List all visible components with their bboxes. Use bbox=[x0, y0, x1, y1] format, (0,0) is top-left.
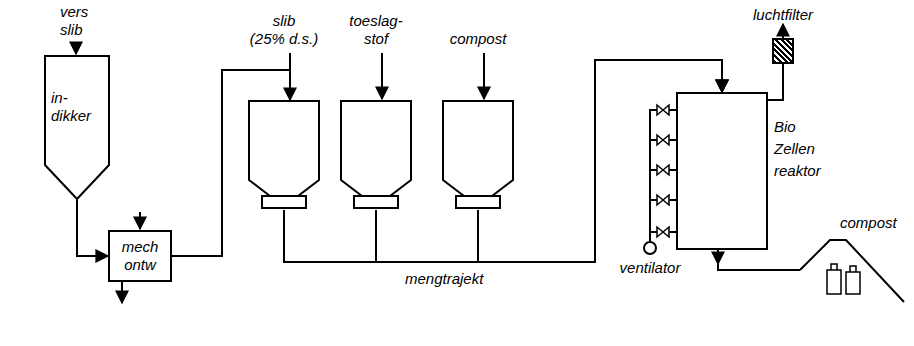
hopper-outline bbox=[248, 100, 320, 210]
hopper-outline bbox=[442, 100, 514, 210]
text-holder: luchtfilter bbox=[753, 6, 813, 24]
feeder-box bbox=[262, 196, 306, 208]
inlet-line bbox=[289, 53, 291, 70]
line-label: mengtrajekt bbox=[405, 270, 483, 288]
feeder-box bbox=[354, 196, 398, 208]
compost-heap bbox=[800, 240, 904, 302]
exhaust-arrow bbox=[782, 24, 784, 38]
flow-connector bbox=[650, 110, 676, 241]
outlet-arrow bbox=[717, 250, 719, 264]
additive-hopper: toeslag- stof bbox=[340, 100, 412, 210]
air-filter: luchtfilter bbox=[772, 38, 794, 64]
node-label: mech ontw bbox=[117, 238, 163, 274]
inlet-arrow bbox=[139, 212, 141, 229]
valve-symbol bbox=[657, 227, 669, 237]
node-label: (25% d.s.) bbox=[250, 30, 318, 48]
inlet-arrow bbox=[75, 42, 77, 54]
text-holder: toeslag- stof bbox=[344, 12, 408, 48]
node-label: slib bbox=[250, 12, 318, 30]
node-label: toeslag- stof bbox=[344, 12, 408, 48]
outlet-arrow bbox=[121, 282, 123, 303]
valve-symbol bbox=[657, 105, 669, 115]
text-holder: ventilator bbox=[620, 259, 681, 277]
inlet-arrow bbox=[381, 53, 383, 99]
flow-connector bbox=[376, 60, 722, 262]
flow-connector bbox=[77, 200, 108, 256]
valve-symbol bbox=[657, 135, 669, 145]
text-holder: Bio Zellen reaktor bbox=[774, 116, 834, 182]
vessel-outline bbox=[249, 101, 319, 196]
compost-bag bbox=[827, 264, 860, 294]
flow-connector bbox=[284, 60, 722, 262]
node-label: ventilator bbox=[620, 259, 681, 277]
hopper-outline bbox=[340, 100, 412, 210]
thickener-hopper: in- dikker bbox=[44, 55, 110, 200]
inlet-label: vers slib bbox=[60, 3, 100, 39]
node-label: Bio Zellen reaktor bbox=[774, 116, 834, 182]
dewatering-box: mech ontw bbox=[108, 230, 172, 282]
node-label: luchtfilter bbox=[753, 6, 813, 24]
discharge-line bbox=[718, 264, 800, 270]
vessel-outline bbox=[443, 101, 513, 196]
valve-symbol bbox=[657, 165, 669, 175]
feeder-box bbox=[456, 196, 500, 208]
vessel-outline bbox=[341, 101, 411, 196]
inlet-arrow bbox=[483, 53, 485, 99]
fan-circle: ventilator bbox=[643, 241, 657, 255]
text-holder: mech ontw bbox=[110, 232, 170, 280]
text-holder: in- dikker bbox=[51, 89, 105, 125]
flow-connector bbox=[768, 64, 783, 100]
valve-symbol bbox=[657, 195, 669, 205]
compost-hopper: compost bbox=[442, 100, 514, 210]
vessel-outline bbox=[45, 56, 109, 199]
sludge-hopper: slib(25% d.s.) bbox=[248, 100, 320, 210]
bioreactor: Bio Zellen reaktor bbox=[676, 92, 768, 250]
text-holder: compost bbox=[450, 30, 507, 48]
node-label: compost bbox=[450, 30, 507, 48]
node-label: in- dikker bbox=[51, 89, 105, 125]
product-label: compost bbox=[840, 214, 897, 232]
thickener-outline bbox=[44, 55, 110, 200]
text-holder: slib(25% d.s.) bbox=[250, 12, 318, 48]
air-branch bbox=[650, 110, 676, 241]
